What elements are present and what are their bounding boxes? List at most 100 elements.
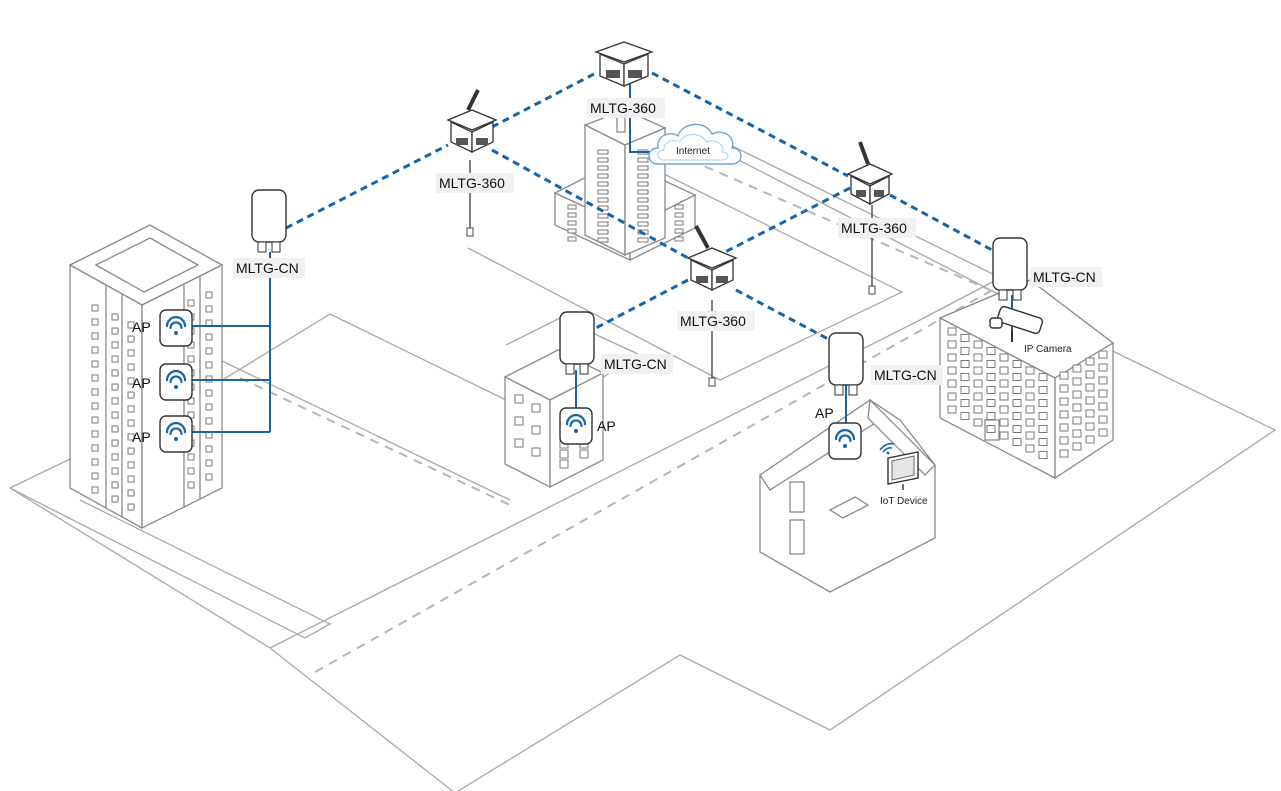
window — [637, 157, 649, 163]
window — [127, 489, 135, 497]
window — [674, 204, 684, 210]
monitor-icon — [887, 451, 919, 490]
access-points — [159, 309, 862, 460]
window — [205, 459, 213, 467]
window — [1012, 399, 1022, 407]
window — [1059, 436, 1069, 445]
link-360-center-to-cn-house — [735, 288, 831, 342]
tower-windows — [91, 291, 213, 511]
link-360-top-to-360-right — [651, 71, 849, 178]
window — [127, 349, 135, 357]
window — [1085, 370, 1095, 379]
window — [637, 205, 649, 211]
window — [1012, 412, 1022, 420]
ap-device — [828, 422, 862, 460]
window — [1098, 415, 1108, 424]
window — [127, 335, 135, 343]
window — [674, 236, 684, 242]
window — [973, 366, 983, 375]
window — [1025, 431, 1035, 440]
window — [1098, 389, 1108, 398]
window — [91, 360, 99, 368]
window — [91, 486, 99, 494]
wifi-icon — [879, 442, 895, 455]
window — [597, 213, 609, 219]
sector-antenna-icon — [594, 41, 654, 87]
window — [637, 197, 649, 203]
window — [973, 379, 983, 388]
window — [1025, 392, 1035, 401]
window — [1072, 416, 1082, 425]
window — [91, 458, 99, 466]
window — [637, 173, 649, 179]
window — [637, 189, 649, 195]
window — [205, 347, 213, 355]
window — [986, 373, 996, 381]
window — [947, 379, 957, 388]
central-highrise — [553, 109, 697, 262]
ip-camera-label: IP Camera — [1024, 344, 1072, 355]
window — [187, 467, 195, 475]
window — [1025, 444, 1035, 453]
window — [947, 392, 957, 401]
window — [947, 353, 957, 362]
ap-tower-1-label: AP — [132, 319, 151, 335]
window — [597, 237, 609, 243]
window — [514, 438, 524, 448]
sector-antenna-icon — [846, 141, 894, 206]
window — [960, 373, 970, 381]
link-360-left-to-360-top — [491, 71, 597, 129]
link-360-center-to-cn-center — [591, 278, 689, 332]
window — [111, 467, 119, 475]
cloud-icon: Internet — [648, 123, 742, 165]
window — [597, 149, 609, 155]
window — [1072, 390, 1082, 399]
window — [1085, 383, 1095, 392]
ap-house-label: AP — [815, 405, 834, 421]
ap-tower-2-label: AP — [132, 375, 151, 391]
window — [111, 397, 119, 405]
window — [986, 347, 996, 355]
window — [111, 369, 119, 377]
window — [960, 412, 970, 420]
window — [127, 447, 135, 455]
device-labels: MLTG-360 MLTG-360 MLTG-360 MLTG-360 MLTG… — [132, 98, 1102, 507]
window — [1012, 386, 1022, 394]
window — [1059, 371, 1069, 380]
window — [1038, 412, 1048, 420]
window — [1085, 357, 1095, 366]
window — [111, 439, 119, 447]
sector-antenna-icon — [446, 89, 498, 154]
window — [91, 332, 99, 340]
window — [1038, 386, 1048, 394]
wifi-icon — [165, 422, 187, 441]
window — [559, 459, 569, 469]
window — [187, 299, 195, 307]
window — [1098, 428, 1108, 437]
ap-device — [159, 309, 193, 347]
window — [637, 165, 649, 171]
window — [111, 425, 119, 433]
window — [1085, 396, 1095, 405]
window — [1072, 442, 1082, 451]
window — [597, 221, 609, 227]
ap-box — [159, 363, 193, 401]
window — [597, 189, 609, 195]
window — [1038, 438, 1048, 446]
window — [567, 204, 577, 210]
window — [1059, 423, 1069, 432]
window — [1098, 363, 1108, 372]
ap-box — [159, 415, 193, 453]
window — [111, 481, 119, 489]
window — [205, 403, 213, 411]
window — [999, 353, 1009, 362]
window — [205, 389, 213, 397]
window — [91, 304, 99, 312]
mltg-cn-office-label: MLTG-CN — [1033, 269, 1096, 285]
mltg-360-top-label: MLTG-360 — [590, 100, 656, 116]
mltg-cn-center-label: MLTG-CN — [604, 356, 667, 372]
window — [1072, 364, 1082, 373]
window — [947, 405, 957, 414]
window — [674, 212, 684, 218]
